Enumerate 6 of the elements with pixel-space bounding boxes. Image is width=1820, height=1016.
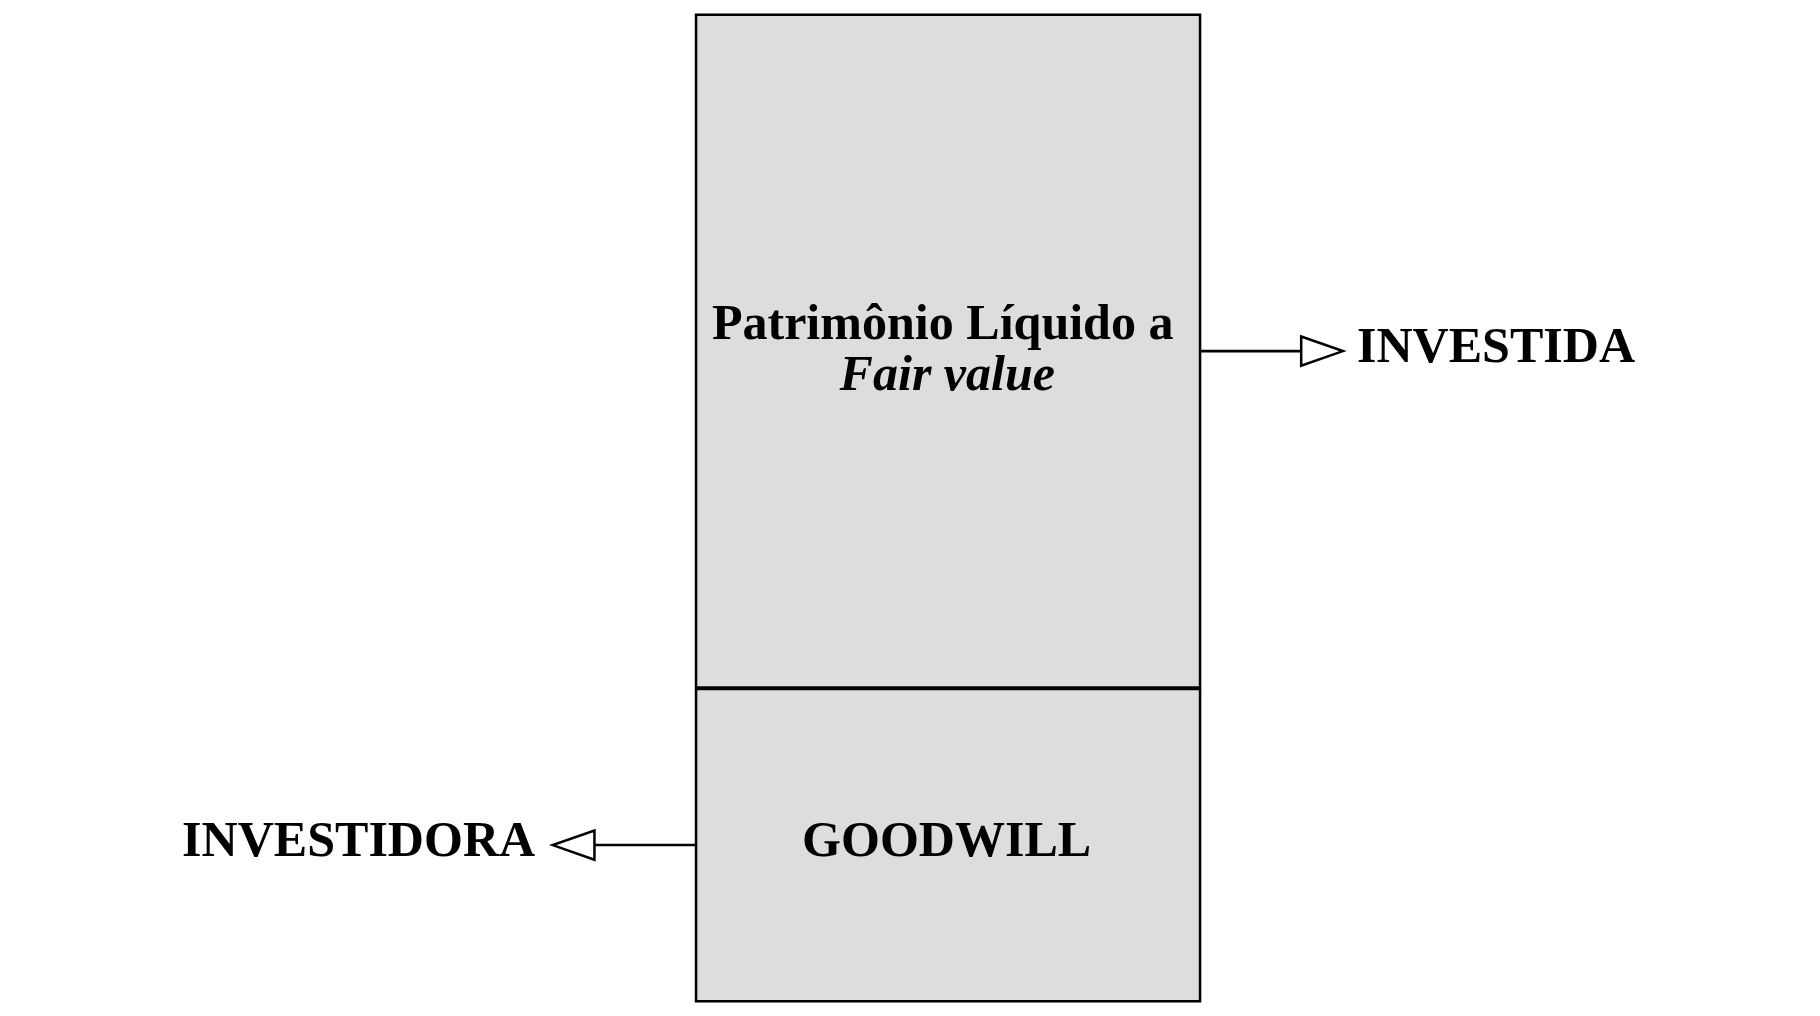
arrow	[548, 828, 696, 862]
node-box: GOODWILL	[694, 687, 1201, 1003]
arrow	[1200, 334, 1347, 368]
node-text: INVESTIDA	[1356, 316, 1635, 373]
node-box: Patrimônio Líquido a Fair value	[694, 13, 1201, 689]
node-text: INVESTIDORA	[181, 810, 535, 867]
